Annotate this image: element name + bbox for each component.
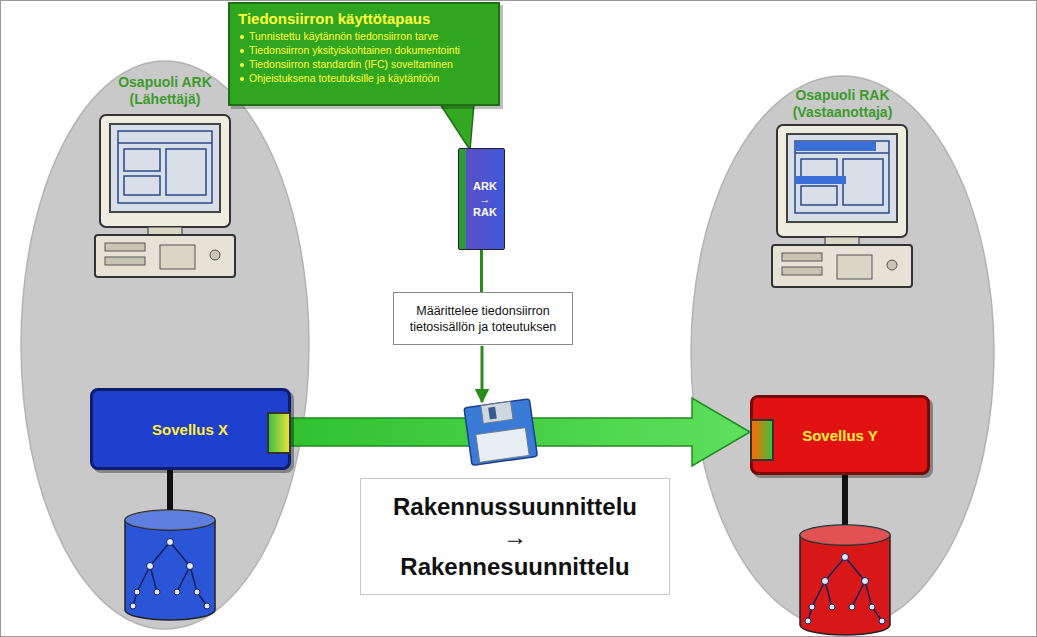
application-name: Sovellus Y (774, 427, 906, 444)
bullet-dot (240, 63, 244, 67)
bullet-dot (240, 49, 244, 53)
database-stem (842, 475, 848, 527)
callout-tail (440, 104, 474, 150)
interface-port (750, 419, 774, 461)
bullet-text: Tunnistettu käytännön tiedonsiirron tarv… (249, 30, 438, 43)
party-title: Osapuoli RAK (Vastaanottaja) (778, 87, 908, 121)
floppy-disk (464, 399, 537, 466)
computer-right (772, 125, 912, 287)
bullet-row: Tunnistettu käytännön tiedonsiirron tarv… (238, 30, 490, 43)
floppy-slot (488, 407, 497, 420)
bullet-text: Ohjeistuksena toteutuksille ja käytäntöö… (249, 72, 439, 85)
application-box: Sovellus Y (750, 395, 930, 475)
use-case-callout: Tiedonsiirron käyttötapausTunnistettu kä… (228, 2, 500, 106)
pointer-arrow (481, 346, 484, 402)
bullet-row: Tiedonsiirron standardin (IFC) soveltami… (238, 58, 490, 71)
interface-port (267, 412, 291, 454)
phase-box: Rakennussuunnittelu → Rakennesuunnittelu (360, 478, 670, 595)
computer-left (95, 115, 235, 277)
screen-bar (796, 176, 846, 184)
party-ellipse: Osapuoli RAK (Vastaanottaja) Sovellus Y (690, 75, 995, 630)
bullet-row: Ohjeistuksena toteutuksille ja käytäntöö… (238, 72, 490, 85)
callout-heading: Tiedonsiirron käyttötapaus (238, 10, 490, 27)
text-line: → (473, 193, 497, 206)
bullet-text: Tiedonsiirron standardin (IFC) soveltami… (249, 58, 453, 71)
ellipse-shape (21, 61, 309, 629)
database-left (125, 510, 215, 620)
bullet-text: Tiedonsiirron yksityiskohtainen dokument… (249, 44, 460, 57)
ellipse-outline (20, 60, 310, 630)
floppy-shutter (481, 401, 513, 423)
screen-bar (796, 142, 876, 151)
database-stem (167, 470, 173, 512)
database-right (800, 525, 890, 635)
transfer-arrow (291, 398, 751, 466)
phase-text: Rakennussuunnittelu → Rakennesuunnittelu (393, 492, 637, 582)
application-name: Sovellus X (124, 421, 256, 438)
floppy-body (464, 399, 537, 466)
definition-box: Määrittelee tiedonsiirron tietosisällön … (393, 292, 573, 345)
ellipse-shape (691, 76, 994, 629)
text-line: → (393, 522, 637, 552)
bullet-row: Tiedonsiirron yksityiskohtainen dokument… (238, 44, 490, 57)
text-line: RAK (473, 206, 497, 219)
bullet-dot (240, 35, 244, 39)
text-line: Rakennussuunnittelu (393, 492, 637, 522)
book-label: ARK → RAK (473, 180, 497, 219)
bullet-dot (240, 77, 244, 81)
party-title: Osapuoli ARK (Lähettäjä) (105, 74, 225, 108)
text-line: Rakennesuunnittelu (393, 552, 637, 582)
party-ellipse: Osapuoli ARK (Lähettäjä) Sovellus X (20, 60, 310, 630)
ellipse-outline (690, 75, 995, 630)
application-box: Sovellus X (90, 388, 291, 470)
document-book: ARK → RAK (458, 148, 505, 250)
text-line: ARK (473, 180, 497, 193)
floppy-label (476, 428, 529, 463)
connector-line (480, 250, 483, 292)
definition-text: Määrittelee tiedonsiirron tietosisällön … (400, 303, 566, 335)
